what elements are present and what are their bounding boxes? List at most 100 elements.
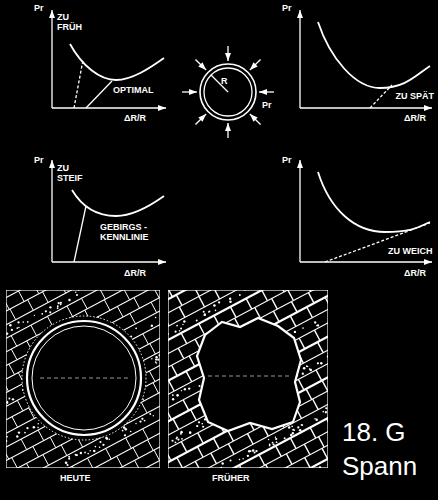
rock-grain [230, 460, 232, 462]
rock-joint [150, 344, 156, 355]
rock-joint [96, 467, 102, 468]
rock-grain [171, 440, 173, 442]
axis [52, 261, 166, 262]
rock-grain [176, 437, 178, 439]
rock-grain [174, 441, 176, 443]
rock-grain [209, 310, 211, 312]
rock-curve [72, 190, 164, 216]
axis-label: ΔR/R [404, 113, 426, 123]
rock-grain [12, 398, 14, 400]
rock-joint [304, 444, 310, 455]
rock-grain [208, 311, 209, 312]
rock-grain [319, 466, 321, 468]
rock-joint [61, 445, 67, 456]
rock-joint [168, 343, 169, 354]
rock-grain [218, 301, 220, 303]
rock-grain [172, 394, 174, 396]
rock-joint [313, 399, 319, 410]
bedding-line [6, 315, 160, 465]
radius-line [211, 75, 228, 92]
rock-joint [181, 333, 187, 344]
rock-grain [306, 365, 308, 367]
rock-grain [179, 330, 181, 332]
rock-joint [100, 290, 106, 299]
rock-grain [16, 435, 18, 437]
rock-joint [117, 306, 123, 317]
rock-joint [43, 292, 49, 303]
rock-joint [310, 428, 316, 439]
rock-grain [220, 467, 222, 468]
bedding-line [168, 290, 328, 433]
rock-joint [247, 434, 253, 445]
rock-grain [309, 368, 311, 370]
axis [299, 160, 300, 262]
rock-grain [68, 299, 70, 301]
rock-joint [306, 389, 312, 400]
rock-grain [16, 327, 18, 329]
rock-panel [6, 290, 160, 468]
rock-joint [154, 450, 160, 461]
rock-grain [314, 418, 316, 420]
bedding-line [174, 431, 328, 468]
rock-grain [58, 302, 60, 304]
rock-grain [176, 394, 179, 397]
rock-grain [139, 420, 141, 422]
rock-grain [45, 310, 47, 312]
rock-grain [24, 432, 26, 434]
rock-grain [109, 439, 110, 440]
rock-joint [143, 334, 149, 345]
rock-joint [19, 291, 25, 302]
rock-grain [297, 426, 299, 428]
rock-grain [155, 317, 157, 319]
axis-label: ΔR/R [404, 268, 426, 278]
rock-grain [229, 298, 231, 300]
rock-grain [6, 402, 8, 404]
rock-grain [181, 390, 182, 391]
bedding-line [168, 290, 322, 327]
curve-label: GEBIRGS - KENNLINIE [100, 222, 154, 243]
rock-joint [199, 324, 205, 335]
rock-joint [50, 437, 56, 448]
panel-caption: FRÜHER [212, 473, 250, 483]
rock-grain [76, 454, 78, 456]
rock-joint [305, 458, 311, 468]
rock-joint [60, 290, 66, 293]
rock-grain [130, 431, 132, 433]
rock-grain [151, 358, 153, 360]
rock-grain [155, 361, 157, 363]
rock-joint [186, 371, 192, 382]
handwritten-note: Spann [342, 452, 417, 482]
tunnel-ring [200, 64, 256, 120]
rock-joint [12, 417, 18, 428]
rock-grain [181, 438, 183, 440]
rock-joint [11, 349, 17, 360]
rock-grain [122, 430, 124, 432]
rock-grain [8, 398, 10, 400]
rock-grain [196, 425, 198, 427]
shotcrete-ring [22, 316, 146, 440]
rock-grain [6, 440, 7, 442]
rock-joint [299, 338, 305, 349]
rock-grain [328, 464, 329, 466]
rock-grain [242, 458, 243, 459]
rock-joint [286, 454, 292, 465]
rock-joint [135, 460, 141, 468]
rock-grain [172, 398, 174, 400]
rock-joint [178, 348, 184, 359]
axis [300, 261, 432, 262]
rock-joint [126, 438, 132, 449]
rock-grain [189, 431, 192, 434]
rock-joint [228, 444, 234, 455]
rock-grain [292, 429, 294, 431]
rock-joint [179, 307, 185, 318]
rock-joint [143, 429, 149, 440]
rock-joint [266, 465, 272, 468]
pressure-arrow [195, 114, 206, 125]
rock-joint [239, 465, 245, 468]
rock-joint [168, 450, 171, 461]
rock-grain [37, 427, 39, 429]
rock-grain [87, 453, 89, 455]
rock-grain [66, 464, 68, 466]
rock-grain [180, 433, 182, 435]
rock-joint [148, 440, 154, 451]
